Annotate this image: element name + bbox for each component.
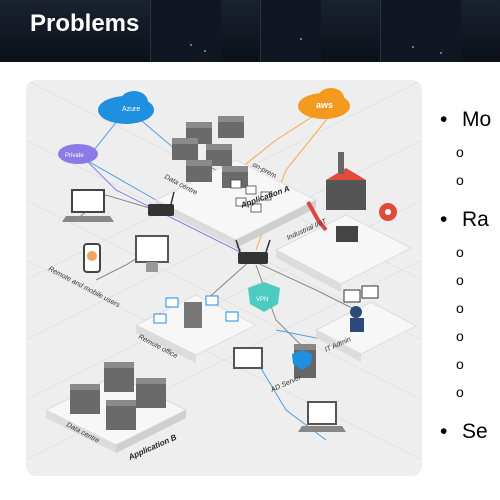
azure-label: Azure xyxy=(122,106,140,113)
sub-bullet-item: o xyxy=(456,244,464,260)
private-label: Private xyxy=(65,153,84,159)
aws-cloud-icon: aws xyxy=(298,88,350,119)
sub-bullet-item: o xyxy=(456,300,464,316)
sub-bullet-item: o xyxy=(456,144,464,160)
sub-bullet-item: o xyxy=(456,356,464,372)
industrial-iiot-platform: Industrial IIoT xyxy=(274,152,413,292)
vpn-shield-icon: VPN xyxy=(248,282,280,312)
data-centre-b-platform: Data centre Application B xyxy=(44,362,188,462)
page-title: Problems xyxy=(30,10,140,37)
aws-label: aws xyxy=(316,100,333,110)
network-diagram: Azure aws Private xyxy=(26,80,422,476)
vpn-label: VPN xyxy=(256,297,268,303)
server-rack-image xyxy=(380,0,461,62)
server-rack-image xyxy=(260,0,321,62)
server-rack-image xyxy=(150,0,221,62)
it-admin-platform: IT Admin xyxy=(314,285,418,362)
sub-bullet-item: o xyxy=(456,328,464,344)
remote-mobile-label: Remote and mobile users xyxy=(47,266,121,310)
header-banner: Problems xyxy=(0,0,500,62)
sub-bullet-item: o xyxy=(456,272,464,288)
central-router-icon xyxy=(235,239,271,264)
router-icon xyxy=(148,191,175,216)
remote-office-platform: Remote office xyxy=(134,294,258,363)
bullet-item: •Mo xyxy=(440,108,492,131)
azure-cloud-icon: Azure xyxy=(98,91,154,124)
sub-bullet-item: o xyxy=(456,172,464,188)
bullet-item: •Se xyxy=(440,420,488,443)
private-cloud-icon: Private xyxy=(58,144,98,164)
sub-bullet-item: o xyxy=(456,384,464,400)
bullet-item: •Ra xyxy=(440,208,489,231)
data-centre-a-platform: Data centre on-prem Application A xyxy=(154,116,318,248)
ad-server-group: AD Server xyxy=(233,344,346,432)
